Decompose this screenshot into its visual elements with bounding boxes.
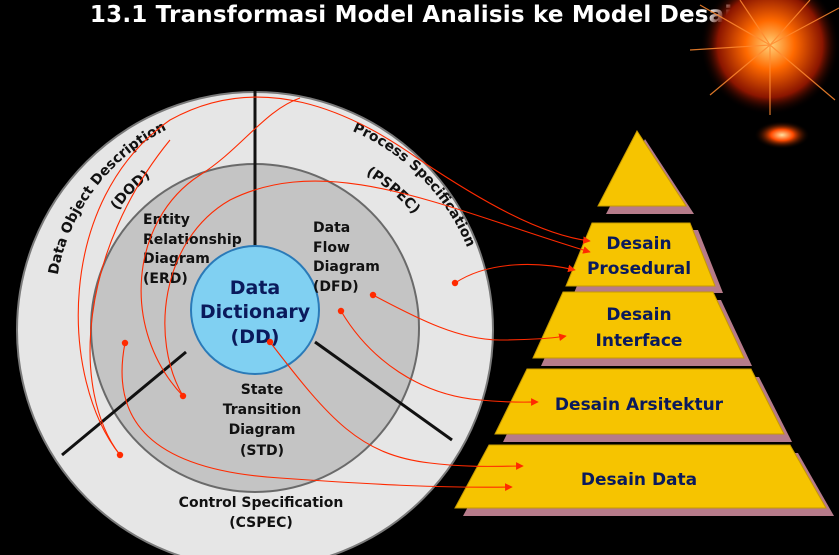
- tier-prosedural-line1: Desain: [606, 234, 671, 254]
- arrow-dfd-to-arsitektur: [340, 310, 539, 406]
- svg-text:Diagram: Diagram: [143, 251, 210, 267]
- svg-text:(ERD): (ERD): [143, 271, 188, 287]
- dd-line2: Dictionary: [200, 301, 311, 323]
- mapping-arrows: [77, 96, 591, 491]
- arrow-pspec-to-prosedural: [454, 263, 576, 284]
- analysis-model-circle: [16, 91, 494, 555]
- svg-text:Diagram: Diagram: [229, 422, 296, 438]
- svg-text:State: State: [241, 382, 283, 398]
- erd-label: Entity Relationship Diagram (ERD): [143, 212, 242, 287]
- svg-text:Data: Data: [313, 220, 350, 236]
- svg-text:(STD): (STD): [240, 443, 284, 459]
- fireworks-decoration: [689, 0, 839, 149]
- arrow-cspec-to-data: [121, 342, 513, 491]
- tier-data-label: Desain Data: [581, 470, 697, 490]
- svg-text:Entity: Entity: [143, 212, 190, 228]
- tier-desain-interface: [532, 291, 745, 359]
- tier-prosedural-line2: Prosedural: [587, 259, 691, 279]
- arrow-dfd-to-interface: [372, 294, 567, 342]
- pyramid-apex: [597, 130, 687, 207]
- tier-desain-arsitektur: [494, 368, 785, 435]
- svg-text:Transition: Transition: [223, 402, 302, 418]
- arrow-origin-dots: [116, 279, 459, 459]
- design-pyramid: [454, 130, 834, 516]
- svg-text:(DFD): (DFD): [313, 279, 359, 295]
- tier-interface-line2: Interface: [596, 331, 683, 351]
- svg-text:Relationship: Relationship: [143, 232, 242, 248]
- arrow-dd-to-data: [269, 341, 524, 470]
- tier-arsitektur-label: Desain Arsitektur: [555, 395, 724, 415]
- arrow-dod-to-prosedural: [77, 96, 591, 456]
- arrow-erd-to-prosedural: [164, 180, 591, 397]
- svg-text:Diagram: Diagram: [313, 259, 380, 275]
- cspec-label-line1: Control Specification: [179, 495, 344, 511]
- dfd-label: Data Flow Diagram (DFD): [313, 220, 380, 295]
- std-label: State Transition Diagram (STD): [223, 382, 302, 459]
- arrow-erd-loop: [140, 97, 301, 397]
- svg-text:Flow: Flow: [313, 240, 350, 256]
- dd-line1: Data: [230, 277, 281, 299]
- arrow-dod-start: [89, 139, 171, 456]
- slide-title: 13.1 Transformasi Model Analisis ke Mode…: [89, 2, 750, 28]
- data-dictionary-circle: [190, 245, 320, 375]
- tier-interface-line1: Desain: [606, 305, 671, 325]
- cspec-label-line2: (CSPEC): [229, 515, 293, 531]
